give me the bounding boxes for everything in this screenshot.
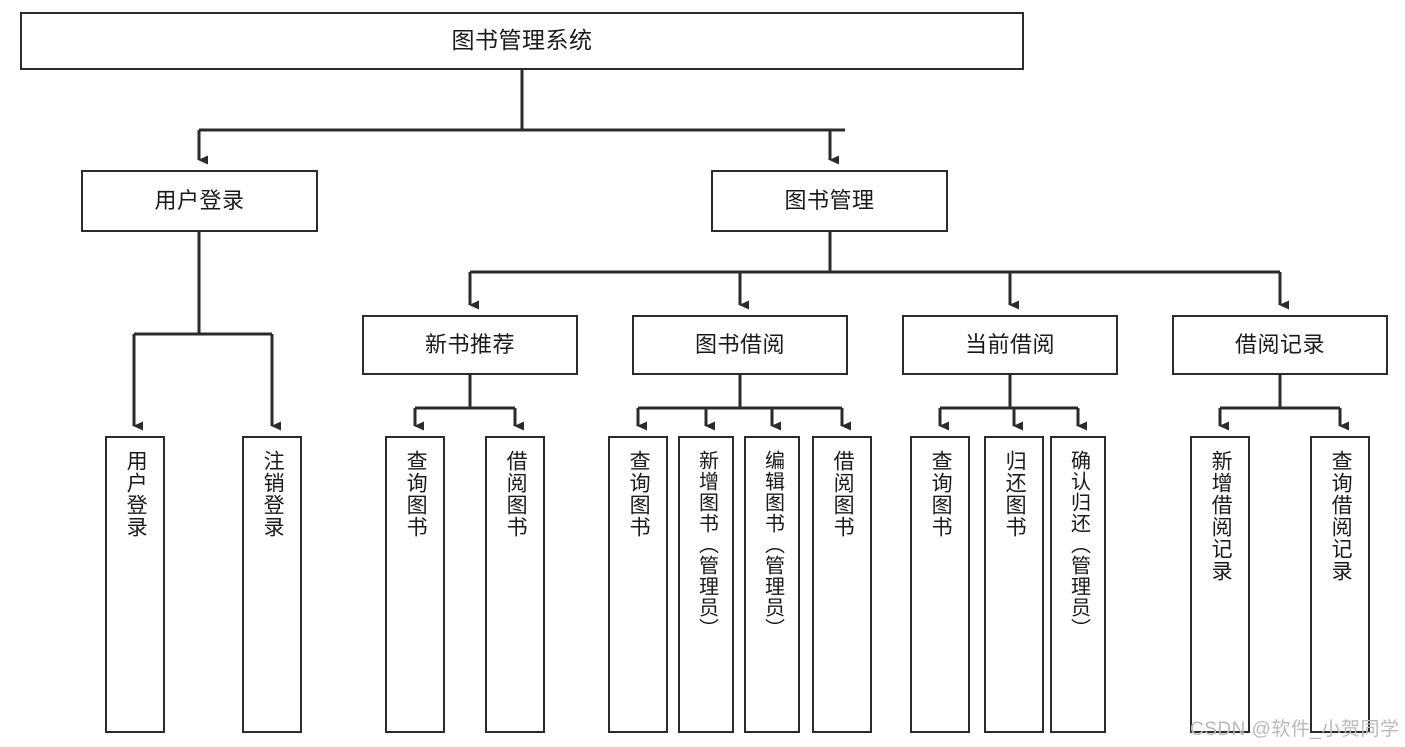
node-root-label: 图书管理系统: [451, 27, 593, 54]
node-book-borrow-label: 图书借阅: [694, 332, 785, 358]
node-leaf-user-logout-label: 注销登录: [261, 450, 285, 538]
node-new-book-recommend[interactable]: 新书推荐: [362, 315, 578, 375]
node-leaf-query-book-1[interactable]: 查询图书: [385, 436, 445, 733]
node-leaf-borrow-book-2-label: 借阅图书: [831, 450, 855, 538]
node-leaf-return-book-label: 归还图书: [1003, 450, 1027, 538]
csdn-watermark: CSDN @软件_小贺同学: [1190, 719, 1400, 740]
node-leaf-user-logout[interactable]: 注销登录: [242, 436, 302, 733]
node-current-borrow-label: 当前借阅: [964, 332, 1055, 358]
node-leaf-confirm-return[interactable]: 确认归还（管理员）: [1050, 436, 1106, 733]
node-leaf-query-book-3[interactable]: 查询图书: [910, 436, 970, 733]
node-leaf-borrow-book-1-label: 借阅图书: [504, 450, 528, 538]
node-borrow-record[interactable]: 借阅记录: [1172, 315, 1388, 375]
node-book-manage[interactable]: 图书管理: [711, 170, 948, 232]
node-book-manage-label: 图书管理: [784, 188, 875, 214]
node-leaf-query-book-1-label: 查询图书: [404, 450, 428, 538]
node-leaf-query-record[interactable]: 查询借阅记录: [1310, 436, 1370, 733]
node-leaf-user-login[interactable]: 用户登录: [105, 436, 165, 733]
node-leaf-add-record[interactable]: 新增借阅记录: [1190, 436, 1250, 733]
node-root[interactable]: 图书管理系统: [20, 12, 1024, 70]
node-user-login[interactable]: 用户登录: [81, 170, 318, 232]
node-leaf-user-login-label: 用户登录: [124, 450, 148, 538]
node-leaf-edit-book-label: 编辑图书（管理员）: [761, 450, 784, 639]
node-borrow-record-label: 借阅记录: [1234, 332, 1325, 358]
node-leaf-add-book[interactable]: 新增图书（管理员）: [678, 436, 734, 733]
node-leaf-query-book-2[interactable]: 查询图书: [608, 436, 668, 733]
node-user-login-label: 用户登录: [154, 188, 245, 214]
node-leaf-edit-book[interactable]: 编辑图书（管理员）: [744, 436, 800, 733]
node-leaf-borrow-book-1[interactable]: 借阅图书: [485, 436, 545, 733]
node-leaf-add-book-label: 新增图书（管理员）: [695, 450, 718, 639]
node-leaf-return-book[interactable]: 归还图书: [984, 436, 1044, 733]
node-current-borrow[interactable]: 当前借阅: [902, 315, 1118, 375]
node-leaf-query-record-label: 查询借阅记录: [1329, 450, 1353, 582]
node-leaf-confirm-return-label: 确认归还（管理员）: [1067, 450, 1090, 639]
node-leaf-query-book-2-label: 查询图书: [627, 450, 651, 538]
node-leaf-query-book-3-label: 查询图书: [929, 450, 953, 538]
node-leaf-add-record-label: 新增借阅记录: [1209, 450, 1233, 582]
node-leaf-borrow-book-2[interactable]: 借阅图书: [812, 436, 872, 733]
node-new-book-recommend-label: 新书推荐: [424, 332, 515, 358]
node-book-borrow[interactable]: 图书借阅: [632, 315, 848, 375]
